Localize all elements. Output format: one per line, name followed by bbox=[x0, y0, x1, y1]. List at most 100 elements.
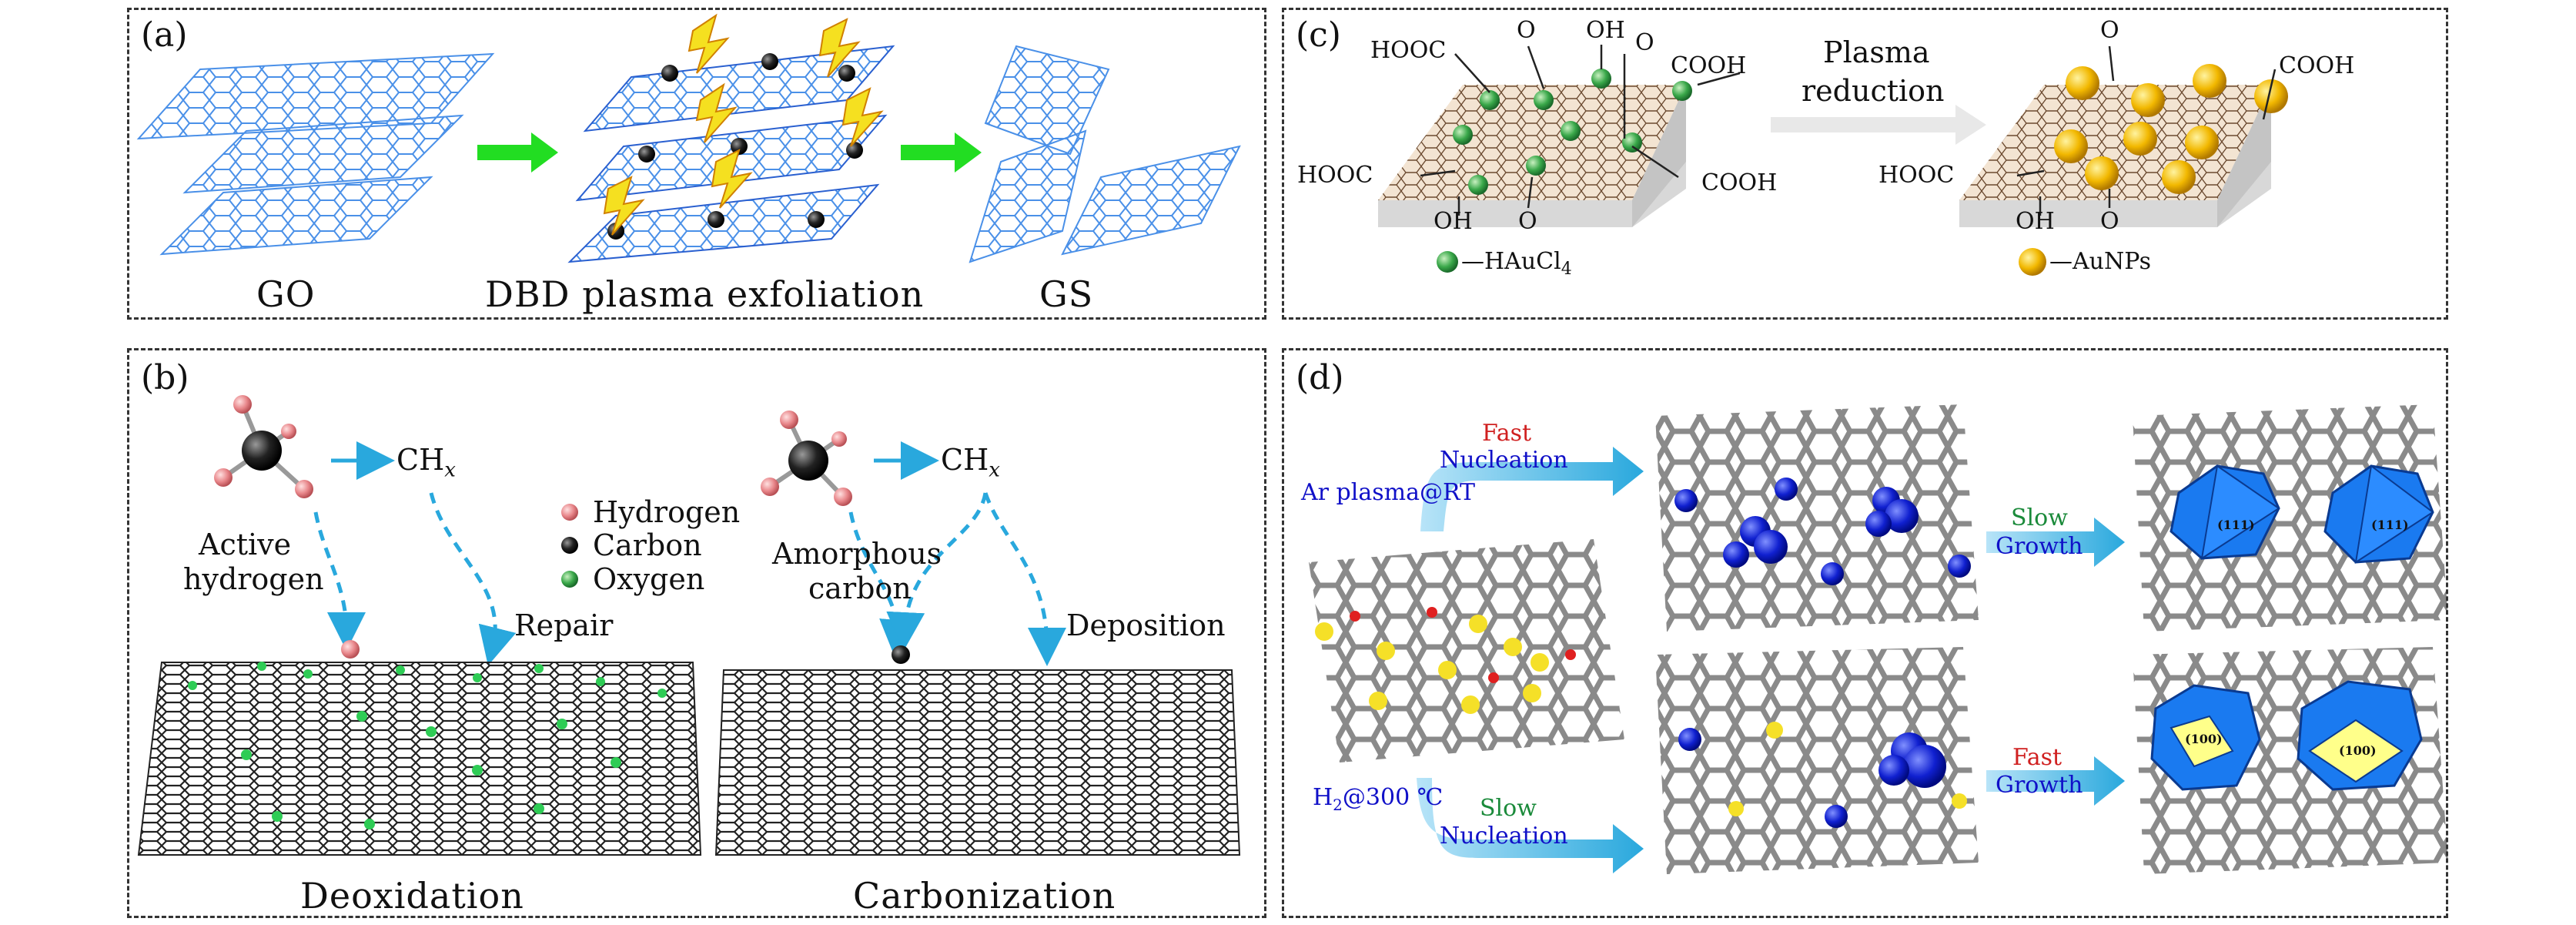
panel-b bbox=[127, 348, 1266, 918]
pristine-graphene bbox=[1309, 539, 1624, 762]
nuclei-bottom bbox=[1678, 728, 1946, 828]
panel-d-label: (d) bbox=[1296, 358, 1344, 397]
oh-bottom-label: OH bbox=[1434, 208, 1473, 235]
panel-c-graphics bbox=[1378, 45, 2288, 276]
arrow-branch-left bbox=[886, 492, 988, 651]
chx-label-2: CHx bbox=[941, 443, 1000, 482]
fast-nucleation-fast: Fast bbox=[1482, 420, 1532, 447]
slow-growth-growth: Growth bbox=[1996, 533, 2083, 560]
chx-label-1: CHx bbox=[396, 443, 456, 482]
fast-growth-arrow bbox=[1986, 756, 2125, 806]
slow-nucleation-nucleation: Nucleation bbox=[1440, 823, 1568, 850]
panel-a-graphics bbox=[136, 13, 1241, 263]
o-top-label: O bbox=[1517, 17, 1536, 44]
cooh-top-label: COOH bbox=[1671, 52, 1747, 79]
facet-100-label-2: (100) bbox=[2339, 743, 2377, 758]
octahedra-graphene bbox=[2133, 404, 2448, 632]
methane-molecule-1 bbox=[214, 395, 313, 498]
reduction-label: reduction bbox=[1802, 74, 1945, 108]
legend-carbon-dot bbox=[561, 537, 578, 554]
aunps-legend-label: —AuNPs bbox=[2049, 248, 2152, 275]
facet-111-label-2: (111) bbox=[2371, 518, 2409, 532]
go-label: GO bbox=[256, 273, 316, 315]
go-sheets bbox=[136, 52, 495, 256]
panel-c-label: (c) bbox=[1296, 15, 1341, 55]
green-arrow-1 bbox=[477, 132, 558, 173]
legend-haucl4-particle bbox=[1437, 251, 1458, 273]
legend-hydrogen: Hydrogen bbox=[593, 495, 741, 529]
legend-carbon: Carbon bbox=[593, 528, 702, 562]
oxygen-groups bbox=[188, 662, 667, 829]
legend-aunp-particle bbox=[2019, 248, 2046, 276]
start-defects bbox=[1315, 607, 1576, 714]
deoxidation-label: Deoxidation bbox=[300, 875, 524, 917]
ar-plasma-label: Ar plasma@RT bbox=[1301, 479, 1476, 506]
legend-oxygen-dot bbox=[561, 571, 578, 588]
slow-growth-arrow bbox=[1986, 518, 2125, 567]
truncated-cube-1 bbox=[2150, 684, 2261, 791]
arrow-repair bbox=[429, 492, 517, 666]
o-right-top-label: O bbox=[2100, 17, 2119, 44]
gs-label: GS bbox=[1039, 273, 1094, 315]
panel-d bbox=[1282, 348, 2448, 918]
fast-growth-fast: Fast bbox=[2012, 744, 2062, 771]
fast-nucleation-arrow bbox=[1420, 447, 1644, 531]
fast-growth-growth: Growth bbox=[1996, 772, 2083, 799]
o-right-bottom-label: O bbox=[2100, 208, 2119, 235]
dbd-plasma-exfoliation-label: DBD plasma exfoliation bbox=[485, 273, 925, 315]
octahedron-1 bbox=[2170, 464, 2280, 561]
deoxidation-sheet bbox=[137, 662, 702, 856]
panel-a bbox=[127, 8, 1266, 320]
h2-label: H2@300 ℃ bbox=[1313, 784, 1444, 814]
plasma-reduction-arrow bbox=[1771, 105, 1986, 145]
amorphous-carbon-atom bbox=[892, 645, 910, 664]
amorphous-carbon-label-1: Amorphous bbox=[772, 537, 942, 571]
active-hydrogen-atom bbox=[341, 640, 360, 659]
haucl4-legend-label: —HAuCl4 bbox=[1461, 248, 1572, 279]
octahedron-2 bbox=[2323, 464, 2434, 565]
oh-top-label: OH bbox=[1586, 17, 1625, 44]
o-top2-label: O bbox=[1635, 29, 1654, 56]
slow-nucleation-slow: Slow bbox=[1480, 795, 1537, 822]
hooc-left-label: HOOC bbox=[1297, 162, 1373, 189]
panel-d-graphics bbox=[1309, 404, 2448, 874]
carbonization-label: Carbonization bbox=[853, 875, 1116, 917]
legend-hydrogen-dot bbox=[561, 504, 578, 521]
nucleated-graphene-top bbox=[1655, 404, 1979, 632]
hooc-top-label: HOOC bbox=[1370, 37, 1447, 64]
dbd-sheets bbox=[567, 13, 895, 263]
slow-growth-slow: Slow bbox=[2011, 504, 2068, 531]
arrow-deposition bbox=[983, 492, 1066, 666]
deposition-label: Deposition bbox=[1066, 608, 1226, 642]
slab-left-side bbox=[1378, 162, 1686, 227]
cooh-right-label: COOH bbox=[1701, 169, 1778, 196]
repair-label: Repair bbox=[514, 608, 614, 642]
hooc-right-left-label: HOOC bbox=[1878, 162, 1955, 189]
amorphous-carbon-label-2: carbon bbox=[808, 571, 912, 605]
fast-nucleation-nucleation: Nucleation bbox=[1440, 447, 1568, 474]
panel-b-graphics bbox=[137, 395, 1241, 856]
oh-right-bottom-label: OH bbox=[2016, 208, 2055, 235]
facet-111-label-1: (111) bbox=[2217, 518, 2255, 532]
o-bottom-label: O bbox=[1518, 208, 1537, 235]
haucl4-particles bbox=[1453, 69, 1692, 195]
truncated-cube-2 bbox=[2297, 680, 2423, 791]
cooh-right-top-label: COOH bbox=[2279, 52, 2355, 79]
methane-molecule-2 bbox=[761, 411, 852, 506]
slow-nucleation-arrow bbox=[1417, 778, 1644, 873]
active-hydrogen-label-2: hydrogen bbox=[183, 562, 324, 596]
carbonization-sheet bbox=[714, 669, 1241, 856]
plasma-label: Plasma bbox=[1823, 35, 1930, 69]
nucleated-graphene-bottom bbox=[1655, 647, 1979, 874]
arrow-active-hydrogen bbox=[313, 511, 366, 651]
active-hydrogen-label-1: Active bbox=[199, 528, 292, 561]
panel-b-label: (b) bbox=[141, 358, 189, 397]
green-arrow-2 bbox=[901, 132, 982, 173]
au-nanoparticles bbox=[2054, 64, 2288, 194]
facet-100-label-1: (100) bbox=[2185, 732, 2223, 746]
gs-sheets bbox=[969, 45, 1241, 263]
nuclei-top bbox=[1674, 478, 1971, 585]
legend-oxygen: Oxygen bbox=[593, 562, 705, 596]
panel-a-label: (a) bbox=[141, 15, 188, 55]
